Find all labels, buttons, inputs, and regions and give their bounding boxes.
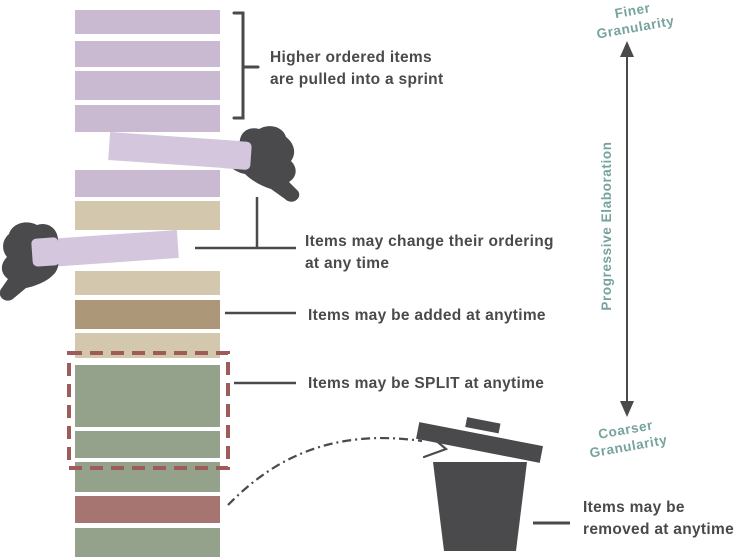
backlog-item-7 [75, 201, 220, 230]
trash-can-icon [416, 417, 543, 551]
progressive-elaboration-label: Progressive Elaboration [598, 141, 616, 311]
added-annotation: Items may be added at anytime [308, 305, 546, 327]
split-annotation: Items may be SPLIT at anytime [308, 373, 544, 395]
sprint-annotation: Higher ordered items are pulled into a s… [270, 47, 443, 91]
split-annotation-line1: Items may be SPLIT at anytime [308, 375, 545, 392]
backlog-item-9 [75, 271, 220, 295]
dash-dot-curved-arrow-icon [227, 431, 449, 506]
backlog-item-1 [75, 10, 220, 34]
removed-annotation-line2: removed at anytime [583, 521, 734, 538]
sprint-bracket-icon [232, 11, 260, 120]
backlog-item-2 [75, 41, 220, 67]
ordering-annotation-line2: at any time [305, 255, 390, 272]
backlog-item-6 [75, 170, 220, 197]
removed-annotation-line1: Items may be [583, 499, 685, 516]
backlog-item-3 [75, 71, 220, 100]
gripped-item-end [31, 237, 60, 267]
backlog-item-12 [75, 365, 220, 427]
sprint-annotation-line2: are pulled into a sprint [270, 71, 444, 88]
removed-annotation: Items may be removed at anytime [583, 497, 734, 541]
hand-grab-right-icon [219, 126, 300, 202]
backlog-item-16 [75, 528, 220, 557]
hand-grab-left-icon [0, 222, 60, 301]
added-annotation-line1: Items may be added at anytime [308, 307, 546, 324]
backlog-item-4 [75, 105, 220, 132]
double-headed-vertical-arrow-icon [620, 41, 634, 417]
backlog-item-10 [75, 300, 220, 329]
progressive-elaboration-text: Progressive Elaboration [599, 141, 614, 311]
ordering-annotation: Items may change their ordering at any t… [305, 231, 554, 275]
backlog-item-13 [75, 431, 220, 458]
ordering-connector-line [195, 197, 296, 250]
ordering-annotation-line1: Items may change their ordering [305, 233, 554, 250]
backlog-item-15 [75, 496, 220, 523]
split-highlight-box [67, 351, 230, 470]
gripped-item-end [219, 140, 252, 170]
sprint-annotation-line1: Higher ordered items [270, 49, 432, 66]
